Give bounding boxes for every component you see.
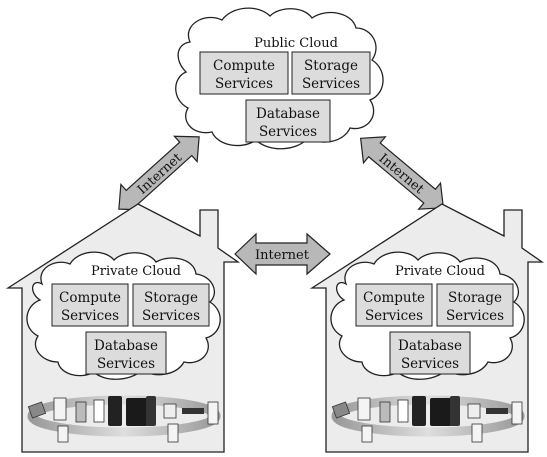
public-database-line1: Database xyxy=(256,106,320,122)
right-database-line1: Database xyxy=(398,338,462,354)
public-storage-line2: Services xyxy=(302,76,360,92)
left-database-line2: Services xyxy=(97,356,155,372)
left-storage-line2: Services xyxy=(142,308,200,324)
right-device-ring xyxy=(331,395,525,443)
left-database-box xyxy=(85,331,167,375)
right-compute-line1: Compute xyxy=(363,290,425,306)
public-storage-line1: Storage xyxy=(304,58,358,74)
public-database-box xyxy=(245,99,331,143)
light-icon xyxy=(357,397,371,421)
thermostat-icon xyxy=(361,425,373,443)
left-compute-line2: Services xyxy=(61,308,119,324)
camera-icon xyxy=(467,403,481,419)
right-compute-line2: Services xyxy=(365,308,423,324)
public-compute-box xyxy=(199,51,289,95)
left-house: Private Cloud Compute Services Storage S… xyxy=(5,203,241,453)
sensor-icon xyxy=(167,423,179,443)
right-database-line2: Services xyxy=(401,356,459,372)
smartphone-icon xyxy=(108,396,122,426)
public-database-line2: Services xyxy=(259,124,317,140)
speaker-icon xyxy=(379,401,391,423)
left-storage-box xyxy=(132,283,210,327)
tablet-icon xyxy=(430,398,452,426)
public-compute-line1: Compute xyxy=(213,58,275,74)
thermostat-icon xyxy=(57,425,69,443)
window-icon xyxy=(397,399,409,423)
router-icon xyxy=(486,408,508,414)
window-icon xyxy=(93,399,105,423)
right-compute-box xyxy=(355,283,433,327)
robot-cleaner-icon xyxy=(27,401,47,419)
horizontal-internet-arrow: Internet xyxy=(234,232,331,276)
left-arrow-label: Internet xyxy=(135,150,186,198)
smartphone-icon xyxy=(412,396,426,426)
left-compute-line1: Compute xyxy=(59,290,121,306)
left-database-line1: Database xyxy=(94,338,158,354)
phone-icon xyxy=(146,396,156,426)
left-storage-line1: Storage xyxy=(144,290,198,306)
right-database-box xyxy=(389,331,471,375)
speaker-icon xyxy=(75,401,87,423)
right-house: Private Cloud Compute Services Storage S… xyxy=(309,203,545,453)
public-cloud: Public Cloud Compute Services Storage Se… xyxy=(175,7,384,150)
public-storage-box xyxy=(291,51,371,95)
right-arrow-label: Internet xyxy=(376,151,428,198)
left-compute-box xyxy=(51,283,129,327)
public-compute-line2: Services xyxy=(215,76,273,92)
camera-icon xyxy=(163,403,177,419)
phone-icon xyxy=(450,396,460,426)
left-private-cloud-title: Private Cloud xyxy=(91,264,181,279)
left-internet-arrow: Internet xyxy=(118,135,200,211)
left-device-ring xyxy=(27,395,221,443)
tablet-icon xyxy=(126,398,148,426)
robot-cleaner-icon xyxy=(331,401,351,419)
public-cloud-title: Public Cloud xyxy=(254,36,338,51)
sensor-icon xyxy=(471,423,483,443)
router-icon xyxy=(182,408,204,414)
horizontal-arrow-label: Internet xyxy=(255,248,310,263)
right-storage-line1: Storage xyxy=(448,290,502,306)
plug-icon xyxy=(207,401,219,425)
right-storage-line2: Services xyxy=(446,308,504,324)
light-icon xyxy=(53,397,67,421)
plug-icon xyxy=(511,401,523,425)
right-private-cloud-title: Private Cloud xyxy=(395,264,485,279)
right-storage-box xyxy=(436,283,514,327)
